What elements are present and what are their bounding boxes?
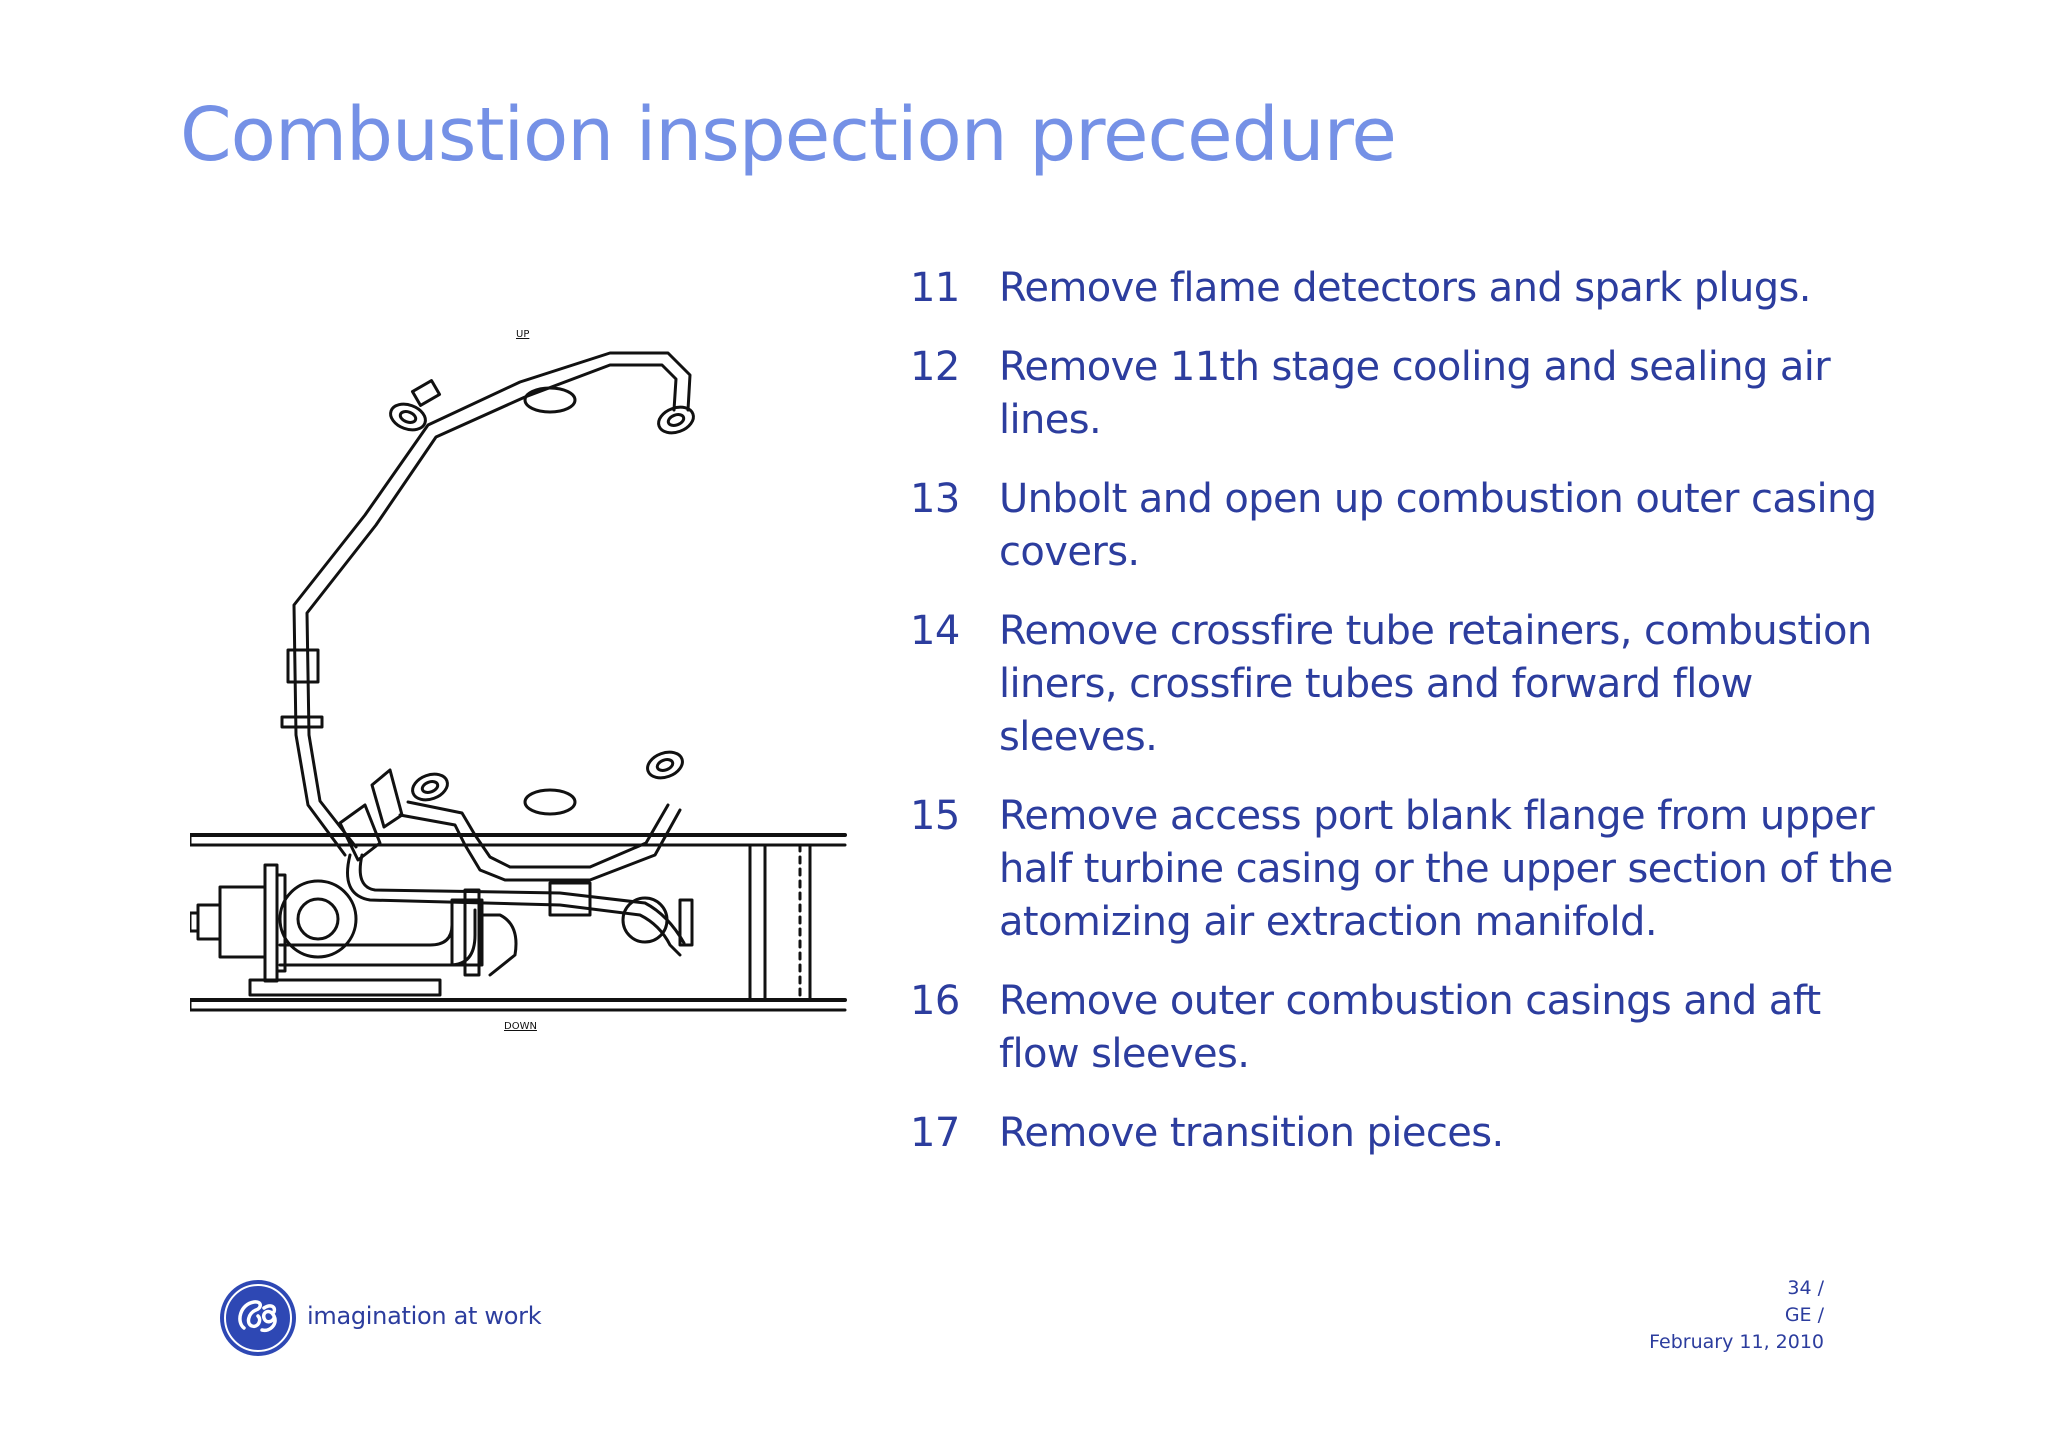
step-text: Remove crossfire tube retainers, combust…: [999, 608, 1872, 760]
coupling-bottom: [548, 881, 592, 917]
manifold-tube-outer: [292, 351, 692, 857]
page-number: 34 /: [1787, 1277, 1824, 1299]
slide-footer: 34 / GE / February 11, 2010: [1649, 1275, 1824, 1356]
nozzle-top-left: [389, 402, 427, 432]
coupling-left: [286, 648, 320, 684]
step-item: 11 Remove flame detectors and spark plugs…: [910, 262, 1910, 315]
nozzle-top-right: [657, 405, 695, 435]
step-item: 15 Remove access port blank flange from u…: [910, 790, 1910, 949]
step-number: 16: [910, 978, 960, 1024]
step-number: 15: [910, 793, 960, 839]
nozzle-bottom-right: [646, 750, 684, 780]
nozzle-bottom-left: [411, 772, 449, 802]
step-item: 13 Unbolt and open up combustion outer ca…: [910, 473, 1910, 579]
coupling-left-lower: [280, 715, 324, 729]
step-text: Remove 11th stage cooling and sealing ai…: [999, 344, 1831, 443]
tagline: imagination at work: [307, 1302, 542, 1330]
actuator-body: [218, 885, 267, 959]
step-text: Unbolt and open up combustion outer casi…: [999, 476, 1877, 575]
step-item: 14 Remove crossfire tube retainers, combu…: [910, 605, 1910, 764]
manifold-lower-outer: [398, 808, 682, 882]
port-top: [523, 386, 577, 414]
step-text: Remove transition pieces.: [999, 1110, 1504, 1156]
slide-title: Combustion inspection precedure: [180, 92, 1397, 178]
step-text: Remove flame detectors and spark plugs.: [999, 265, 1812, 311]
step-number: 14: [910, 608, 960, 654]
ge-logo-icon: [220, 1280, 296, 1356]
casing-port-right: [621, 896, 669, 944]
company-name: GE /: [1784, 1304, 1824, 1326]
procedure-steps: 11 Remove flame detectors and spark plugs…: [910, 262, 1910, 1186]
manifold-lower-inner: [406, 800, 670, 869]
step-item: 17 Remove transition pieces.: [910, 1107, 1910, 1160]
manifold-tube-inner: [305, 363, 678, 849]
step-text: Remove access port blank flange from upp…: [999, 793, 1893, 945]
casing-port-left: [278, 879, 358, 959]
coupling-top-left: [410, 379, 442, 407]
slide-date: February 11, 2010: [1649, 1331, 1824, 1353]
combustion-piping-diagram: UP DOWN: [190, 329, 847, 1032]
label-down: DOWN: [504, 1021, 537, 1032]
label-up: UP: [516, 329, 529, 340]
step-number: 17: [910, 1110, 960, 1156]
step-item: 16 Remove outer combustion casings and af…: [910, 975, 1910, 1081]
step-number: 13: [910, 476, 960, 522]
step-text: Remove outer combustion casings and aft …: [999, 978, 1821, 1077]
step-number: 12: [910, 344, 960, 390]
step-item: 12 Remove 11th stage cooling and sealing …: [910, 341, 1910, 447]
step-number: 11: [910, 265, 960, 311]
port-bottom: [523, 788, 577, 816]
